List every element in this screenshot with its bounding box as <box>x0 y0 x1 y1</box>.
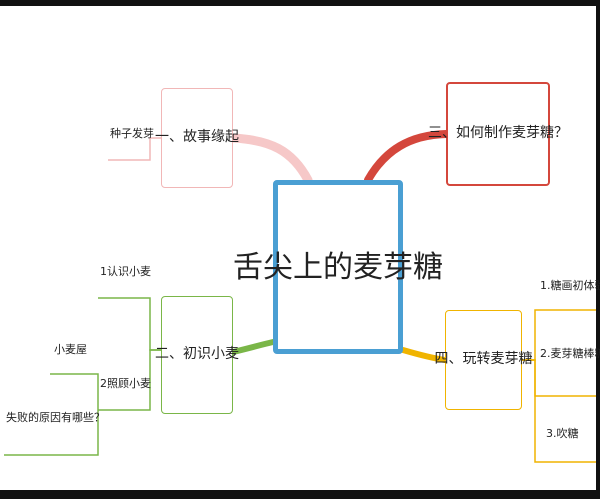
branch-meet-wheat: 二、初识小麦 <box>155 296 239 414</box>
leaf-blowing-sugar: 3.吹糖 <box>546 427 579 440</box>
leaf-seed-sprouting: 种子发芽 <box>110 127 154 140</box>
central-topic-label: 舌尖上的麦芽糖 <box>233 249 443 285</box>
link-branch4-leaf3 <box>522 359 596 463</box>
link-leaf2-sub2 <box>4 410 99 456</box>
branch-how-to-make: 三、如何制作麦芽糖？ <box>428 82 568 186</box>
link-center-branch2 <box>230 339 276 355</box>
bottom-frame-border <box>0 490 600 499</box>
central-topic: 舌尖上的麦芽糖 <box>233 180 443 354</box>
right-frame-border <box>596 0 600 499</box>
branch-play-maltose: 四、玩转麦芽糖 <box>435 310 533 410</box>
branch-how-to-make-label: 三、如何制作麦芽糖？ <box>428 125 568 142</box>
leaf-failure-reasons: 失败的原因有哪些？ <box>6 411 105 424</box>
link-branch4-leaf2 <box>522 359 596 397</box>
link-center-branch4 <box>400 347 448 363</box>
top-frame-border <box>0 0 600 6</box>
link-center-branch3 <box>364 130 450 184</box>
link-branch2-leaf2 <box>98 349 161 411</box>
leaf-maltose-lollipop: 2.麦芽糖棒糖 <box>540 347 600 360</box>
branch-meet-wheat-label: 二、初识小麦 <box>155 346 239 363</box>
branch-story-origin-label: 一、故事缘起 <box>155 129 239 146</box>
link-branch1-leaf1 <box>108 137 161 161</box>
leaf-care-wheat: 2照顾小麦 <box>100 377 151 390</box>
link-center-branch1 <box>228 133 313 185</box>
link-leaf2-sub1 <box>50 373 99 410</box>
leaf-wheat-house: 小麦屋 <box>54 343 87 356</box>
link-branch2-leaf1 <box>98 297 161 351</box>
leaf-sugar-painting: 1.糖画初体验 <box>540 279 600 292</box>
leaf-know-wheat: 1认识小麦 <box>100 265 151 278</box>
branch-play-maltose-label: 四、玩转麦芽糖 <box>434 351 533 368</box>
branch-story-origin: 一、故事缘起 <box>155 88 239 188</box>
